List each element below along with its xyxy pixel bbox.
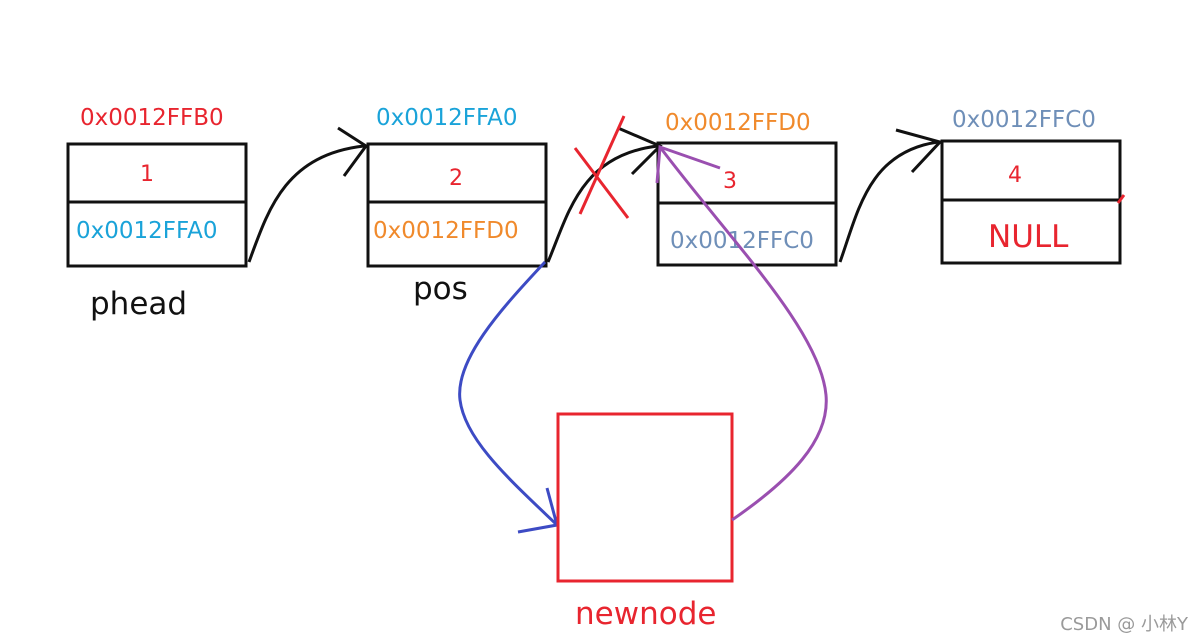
node-3-address: 0x0012FFD0 bbox=[665, 110, 811, 136]
arrow-newnode-to-node3 bbox=[655, 144, 828, 522]
node-4-value: 4 bbox=[1008, 163, 1022, 188]
arrow-1-head bbox=[337, 126, 369, 177]
node-2-label: pos bbox=[413, 271, 468, 307]
node-1-label: phead bbox=[90, 286, 187, 322]
watermark: CSDN @ 小林Y bbox=[1060, 614, 1189, 635]
node-1-value: 1 bbox=[140, 162, 154, 187]
node-4-red-tick bbox=[1116, 194, 1126, 204]
cross-mark-stroke-2 bbox=[573, 147, 630, 219]
cross-mark-stroke-1 bbox=[578, 115, 626, 215]
arrow-node1-to-node2 bbox=[247, 126, 369, 263]
node-3-value: 3 bbox=[723, 169, 737, 194]
newnode-box bbox=[556, 412, 734, 583]
node-1-address: 0x0012FFB0 bbox=[80, 105, 224, 131]
arrow-2-line bbox=[546, 144, 659, 263]
arrow-3-line bbox=[838, 140, 939, 263]
blue-arrow-line bbox=[458, 260, 558, 526]
node-1: 0x0012FFB0 1 0x0012FFA0 phead bbox=[66, 105, 248, 322]
arrow-pos-to-newnode bbox=[458, 260, 559, 534]
newnode-label: newnode bbox=[575, 596, 716, 632]
node-2-value: 2 bbox=[449, 166, 463, 191]
purple-arrow-line bbox=[658, 146, 828, 522]
node-2-next: 0x0012FFD0 bbox=[373, 218, 519, 244]
arrow-1-line bbox=[247, 144, 365, 263]
node-4-next-null: NULL bbox=[988, 219, 1069, 255]
arrow-3-head bbox=[895, 128, 943, 174]
arrow-node2-to-node3-removed bbox=[546, 115, 663, 263]
purple-arrow-head bbox=[655, 144, 721, 184]
node-1-box bbox=[66, 142, 248, 268]
node-2: 0x0012FFA0 2 0x0012FFD0 pos bbox=[366, 105, 548, 307]
node-4: 0x0012FFC0 4 NULL bbox=[940, 107, 1126, 265]
node-2-address: 0x0012FFA0 bbox=[376, 105, 518, 131]
node-3: 0x0012FFD0 3 0x0012FFC0 bbox=[656, 110, 838, 267]
arrow-node3-to-node4 bbox=[838, 128, 943, 263]
node-4-address: 0x0012FFC0 bbox=[952, 107, 1096, 133]
node-2-box bbox=[366, 142, 548, 268]
newnode: newnode bbox=[556, 412, 734, 632]
node-1-next: 0x0012FFA0 bbox=[76, 218, 218, 244]
